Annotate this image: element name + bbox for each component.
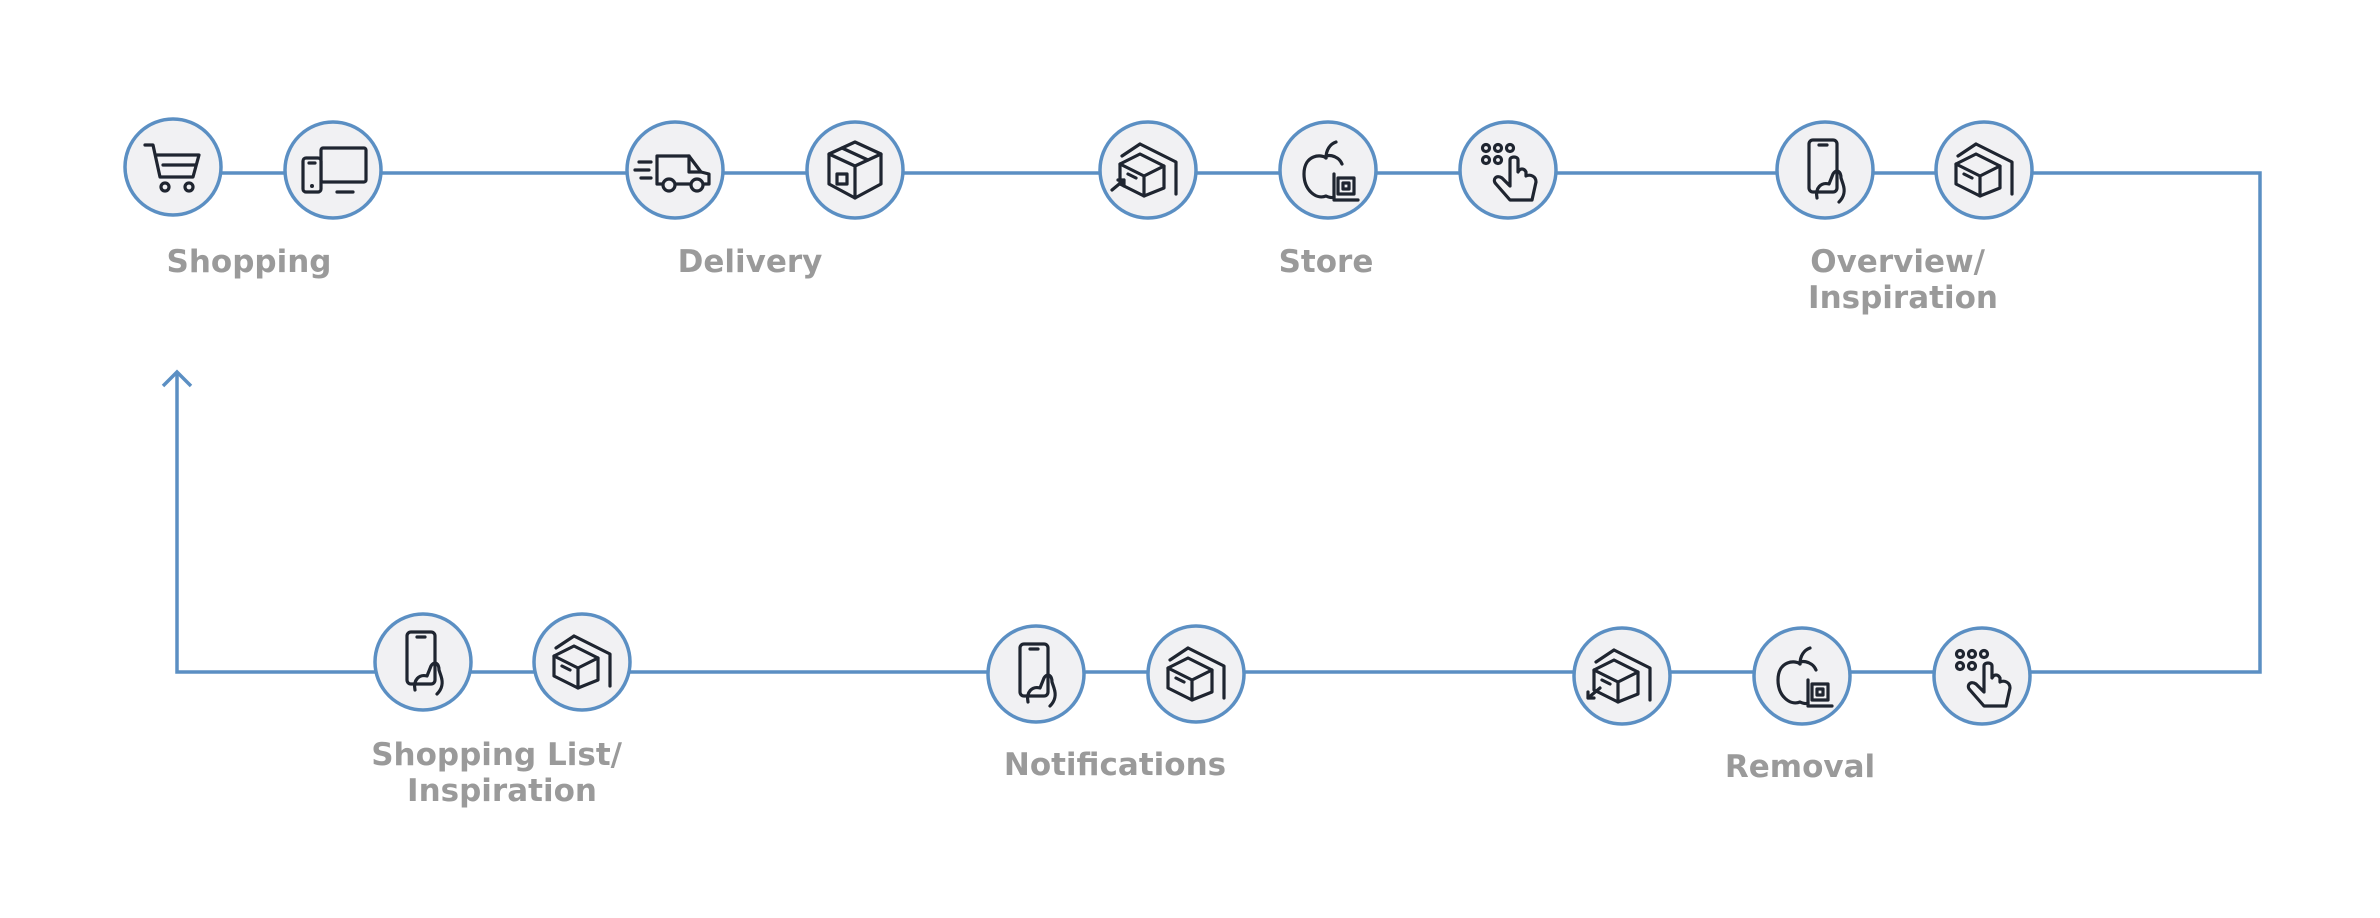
apple-code-icon <box>1752 626 1852 726</box>
step-shopping-list-inspiration: Shopping List/ Inspiration <box>371 612 633 809</box>
touch-keypad-icon <box>1932 626 2032 726</box>
touch-keypad-icon <box>1458 120 1558 220</box>
step-label-delivery: Delivery <box>678 244 823 280</box>
step-overview-inspiration: Overview/ Inspiration <box>1775 120 2034 316</box>
cycle-arrowhead <box>161 369 193 388</box>
step-label-shopping: Shopping <box>167 244 332 280</box>
storage-box-icon <box>1934 120 2034 220</box>
shopping-cart-icon <box>123 117 223 217</box>
storage-box-icon <box>1146 624 1246 724</box>
phone-in-hand-icon <box>373 612 473 712</box>
box-into-storage-icon <box>1098 120 1198 220</box>
phone-in-hand-icon <box>986 624 1086 724</box>
step-store: Store <box>1098 120 1558 280</box>
mobile-desktop-icon <box>283 120 383 220</box>
package-box-icon <box>805 120 905 220</box>
step-label-shopping-list: Shopping List/ Inspiration <box>371 737 633 809</box>
phone-in-hand-icon <box>1775 120 1875 220</box>
box-out-of-storage-icon <box>1572 626 1672 726</box>
step-notifications: Notifications <box>986 624 1246 783</box>
step-label-store: Store <box>1279 244 1374 280</box>
step-shopping: Shopping <box>123 117 383 280</box>
step-delivery: Delivery <box>625 120 905 280</box>
step-label-notifications: Notifications <box>1004 747 1226 783</box>
apple-code-icon <box>1278 120 1378 220</box>
step-label-overview: Overview/ Inspiration <box>1808 244 1998 316</box>
delivery-van-icon <box>625 120 725 220</box>
step-label-removal: Removal <box>1725 749 1875 785</box>
step-removal: Removal <box>1572 626 2032 785</box>
storage-box-icon <box>532 612 632 712</box>
